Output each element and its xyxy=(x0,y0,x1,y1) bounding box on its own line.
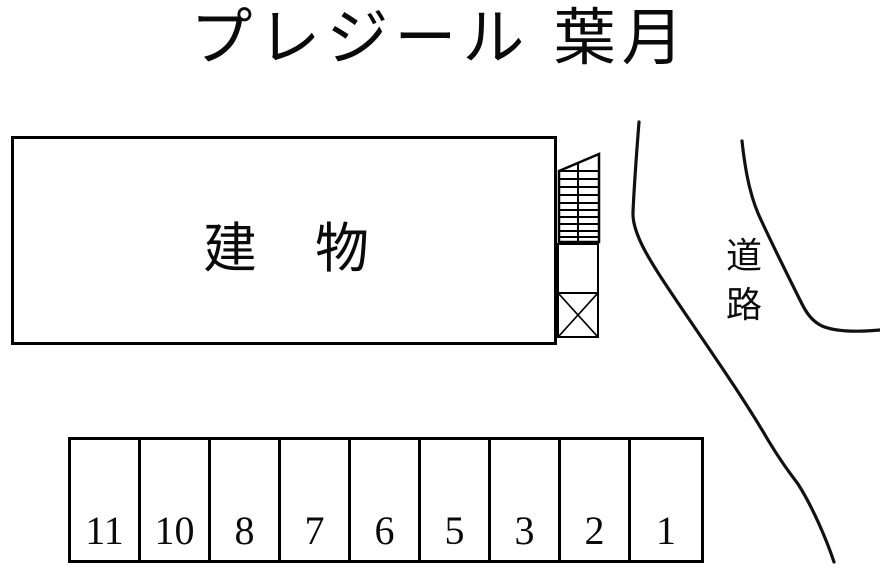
parking-space[interactable]: 7 xyxy=(281,440,351,560)
parking-row: 11 10 8 7 6 5 3 2 1 xyxy=(68,437,704,563)
parking-space-number: 2 xyxy=(584,508,605,553)
building-outline: 建 物 xyxy=(11,136,557,345)
utility-box xyxy=(557,292,599,338)
parking-space-number: 3 xyxy=(514,508,535,553)
road-label-char-2: 路 xyxy=(725,283,762,325)
parking-space-number: 1 xyxy=(656,508,676,553)
parking-space-number: 8 xyxy=(234,508,255,553)
parking-space[interactable]: 5 xyxy=(421,440,491,560)
parking-space[interactable]: 11 xyxy=(71,440,141,560)
building-label: 建 物 xyxy=(203,219,371,279)
parking-space[interactable]: 6 xyxy=(351,440,421,560)
stairs-icon xyxy=(557,152,601,244)
road-label-char-1: 道 xyxy=(725,235,762,276)
road-label: 道 路 xyxy=(716,232,772,329)
parking-space-number: 11 xyxy=(85,508,124,553)
parking-space[interactable]: 2 xyxy=(561,440,631,560)
parking-space[interactable]: 8 xyxy=(211,440,281,560)
parking-space[interactable]: 10 xyxy=(141,440,211,560)
parking-space-number: 6 xyxy=(374,508,395,553)
parking-space-number: 7 xyxy=(304,508,325,553)
entry-box xyxy=(557,243,599,294)
parking-space[interactable]: 3 xyxy=(491,440,561,560)
parking-space[interactable]: 1 xyxy=(631,440,701,560)
parking-space-number: 5 xyxy=(444,508,465,553)
parking-space-number: 10 xyxy=(154,508,195,553)
page-title: プレジール 葉月 xyxy=(190,4,690,73)
